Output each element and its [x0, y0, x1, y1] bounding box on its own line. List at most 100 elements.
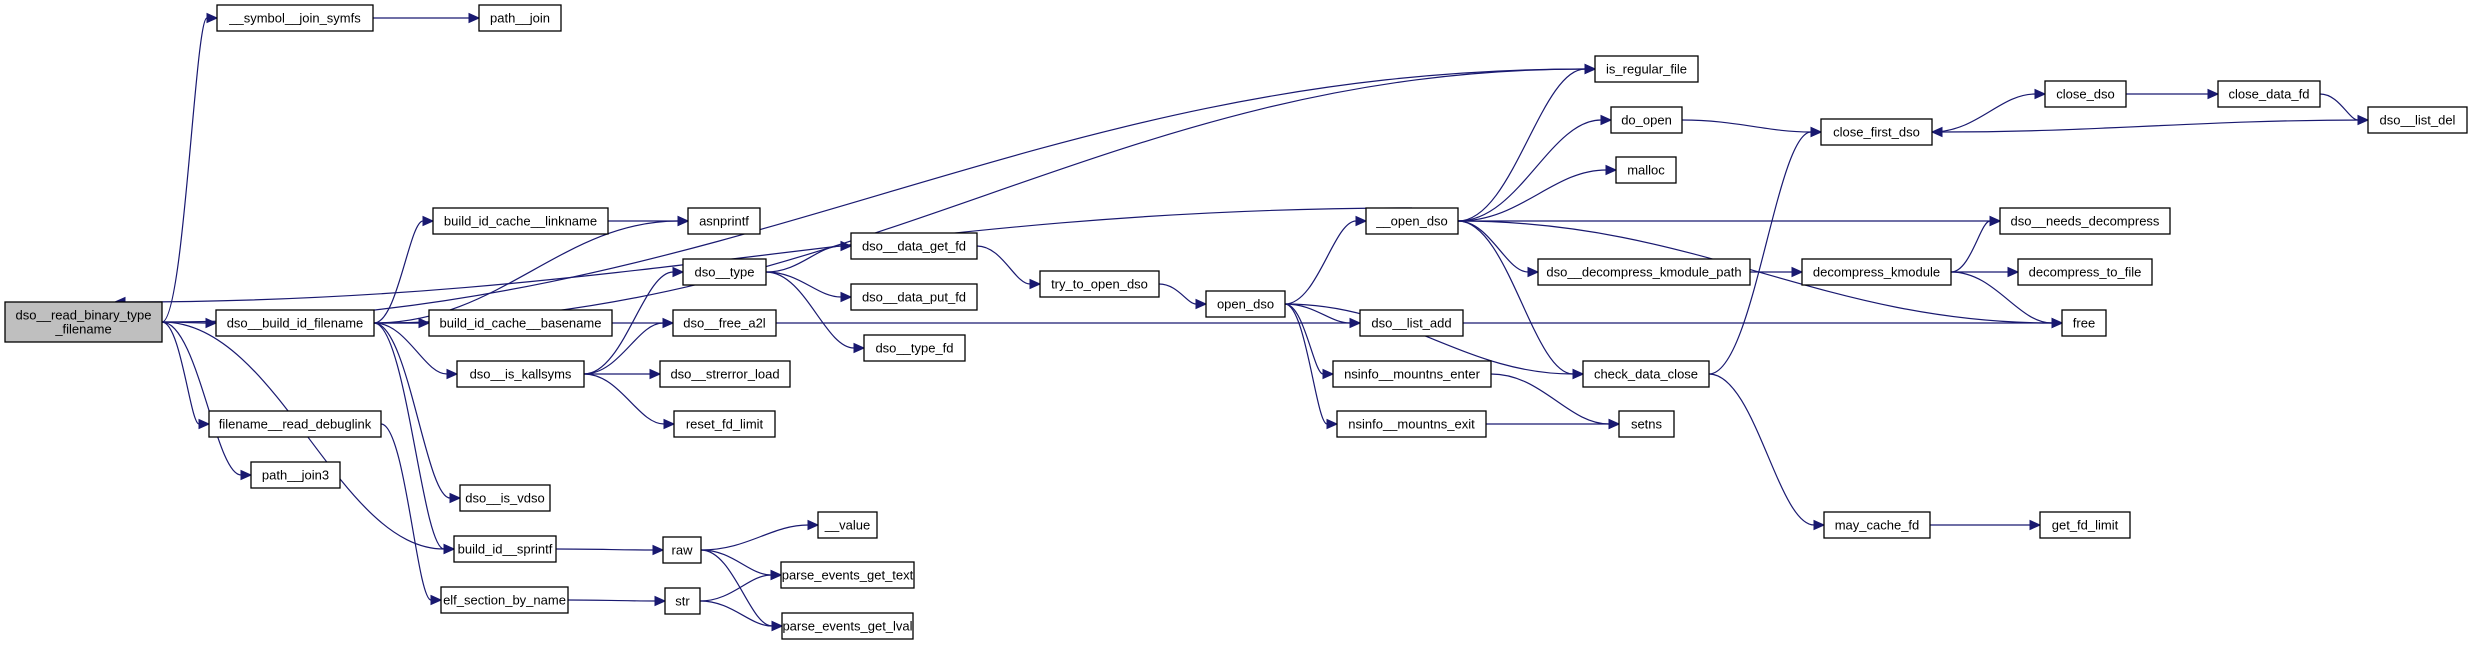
node-box	[1618, 410, 1675, 438]
node-value[interactable]: __value	[817, 511, 878, 539]
edge-build-id-sprintf-to-raw	[555, 544, 665, 556]
node-label: dso__read_binary_type	[16, 308, 152, 323]
node-dso-is-vdso[interactable]: dso__is_vdso	[459, 484, 551, 512]
node-asnprintf[interactable]: asnprintf	[687, 207, 761, 235]
edge-str-to-parse-events-get-text	[699, 569, 783, 602]
node-dso-type[interactable]: dso__type	[682, 258, 767, 286]
node-dso-needs-decompress[interactable]: dso__needs_decompress	[1999, 207, 2171, 235]
node-box	[2061, 309, 2107, 337]
arrowhead-icon	[206, 12, 219, 24]
node-path-join[interactable]: path__join	[478, 4, 562, 32]
node-free[interactable]: free	[2061, 309, 2107, 337]
edge-line	[1457, 220, 1574, 375]
node-decompress-to-file[interactable]: decompress_to_file	[2017, 258, 2153, 286]
node-elf-section-by-name[interactable]: elf_section_by_name	[440, 586, 569, 614]
node-label: dso__is_kallsyms	[470, 367, 572, 382]
node-box	[456, 360, 585, 388]
edge-dso-build-id-filename-to-build-id-sprintf	[373, 322, 456, 555]
edge-line	[1457, 119, 1602, 222]
node-dso-decompress-kmodule-path[interactable]: dso__decompress_kmodule_path	[1537, 258, 1751, 286]
node-raw[interactable]: raw	[662, 536, 702, 564]
node-box	[459, 484, 551, 512]
node-dso-free-a2l[interactable]: dso__free_a2l	[672, 309, 777, 337]
arrowhead-icon	[1355, 215, 1368, 227]
node-box	[781, 612, 914, 640]
edge-line	[161, 321, 200, 425]
node-dso-build-id-filename[interactable]: dso__build_id_filename	[215, 309, 375, 337]
arrowhead-icon	[1608, 418, 1621, 430]
node-filename-read-debuglink[interactable]: filename__read_debuglink	[208, 410, 382, 438]
node-label: close_data_fd	[2229, 87, 2310, 102]
arrowhead-icon	[840, 291, 853, 303]
node-box	[250, 461, 341, 489]
node-box	[1801, 258, 1952, 286]
edge-line	[583, 373, 665, 425]
edge-line	[1284, 303, 1328, 425]
edges-layer	[113, 12, 2370, 632]
node-parse-events-get-lval[interactable]: parse_events_get_lval	[781, 612, 914, 640]
node-do-open[interactable]: do_open	[1610, 106, 1683, 134]
node-decompress-kmodule[interactable]: decompress_kmodule	[1801, 258, 1952, 286]
node-label: get_fd_limit	[2052, 518, 2119, 533]
edge-line	[124, 207, 1413, 303]
node-label: dso__data_get_fd	[862, 239, 966, 254]
node-check-data-close[interactable]: check_data_close	[1582, 360, 1710, 388]
node-root[interactable]: dso__read_binary_type_filename	[4, 301, 163, 343]
node-close-dso[interactable]: close_dso	[2044, 80, 2127, 108]
edge-line	[555, 548, 654, 551]
node-str[interactable]: str	[664, 587, 701, 615]
node-path-join3[interactable]: path__join3	[250, 461, 341, 489]
node-parse-events-get-text[interactable]: parse_events_get_text	[780, 561, 915, 589]
edge-filename-read-debuglink-to-elf-section-by-name	[380, 423, 443, 606]
arrowhead-icon	[1572, 368, 1585, 380]
node-close-data-fd[interactable]: close_data_fd	[2217, 80, 2321, 108]
node-try-to-open-dso[interactable]: try_to_open_dso	[1039, 270, 1160, 298]
node-dso-data-put-fd[interactable]: dso__data_put_fd	[850, 283, 978, 311]
node-box	[1594, 55, 1699, 83]
node-dso-strerror-load[interactable]: dso__strerror_load	[659, 360, 791, 388]
node-dso-type-fd[interactable]: dso__type_fd	[863, 334, 966, 362]
edge-line	[765, 245, 842, 273]
arrowhead-icon	[1322, 368, 1335, 380]
node-label: nsinfo__mountns_exit	[1348, 417, 1475, 432]
arrowhead-icon	[422, 215, 435, 227]
node-may-cache-fd[interactable]: may_cache_fd	[1823, 511, 1931, 539]
node-dso-data-get-fd[interactable]: dso__data_get_fd	[850, 232, 978, 260]
node-open-dso[interactable]: open_dso	[1205, 290, 1286, 318]
arrowhead-icon	[1349, 317, 1362, 329]
node-dso-list-del[interactable]: dso__list_del	[2367, 106, 2468, 134]
node-label: decompress_to_file	[2029, 265, 2142, 280]
node-box	[1039, 270, 1160, 298]
edge-line	[1708, 131, 1812, 375]
node-reset-fd-limit[interactable]: reset_fd_limit	[673, 410, 776, 438]
node-get-fd-limit[interactable]: get_fd_limit	[2039, 511, 2131, 539]
node-dso-is-kallsyms[interactable]: dso__is_kallsyms	[456, 360, 585, 388]
node-close-first-dso[interactable]: close_first_dso	[1820, 118, 1933, 146]
node-is-regular-file[interactable]: is_regular_file	[1594, 55, 1699, 83]
node-build-id-sprintf[interactable]: build_id__sprintf	[453, 535, 557, 563]
node-nsinfo-mountns-enter[interactable]: nsinfo__mountns_enter	[1332, 360, 1492, 388]
node-box	[1610, 106, 1683, 134]
node-box	[1336, 410, 1487, 438]
node-box	[432, 207, 609, 235]
arrowhead-icon	[1810, 126, 1823, 138]
edge-open-dso-inner-to-do-open	[1457, 114, 1613, 222]
node-build-id-cache-basename[interactable]: build_id_cache__basename	[428, 309, 613, 337]
arrowhead-icon	[663, 418, 676, 430]
node-dso-list-add[interactable]: dso__list_add	[1359, 309, 1464, 337]
node-open-dso-inner[interactable]: __open_dso	[1365, 207, 1459, 235]
node-setns[interactable]: setns	[1618, 410, 1675, 438]
node-malloc[interactable]: malloc	[1615, 156, 1677, 184]
node-nsinfo-mountns-exit[interactable]: nsinfo__mountns_exit	[1336, 410, 1487, 438]
arrowhead-icon	[840, 240, 853, 252]
node-label: dso__needs_decompress	[2011, 214, 2160, 229]
arrowhead-icon	[1029, 278, 1042, 290]
node-label: build_id_cache__linkname	[444, 214, 597, 229]
node-build-id-cache-linkname[interactable]: build_id_cache__linkname	[432, 207, 609, 235]
arrowhead-icon	[807, 519, 820, 531]
edge-open-dso-inner-to-dso-decompress-kmodule-path	[1457, 220, 1540, 278]
edge-dso-is-kallsyms-to-reset-fd-limit	[583, 373, 676, 430]
node-label: close_first_dso	[1833, 125, 1920, 140]
edge-dso-type-to-dso-data-get-fd	[765, 240, 853, 273]
node-symbol-join-symfs[interactable]: __symbol__join_symfs	[216, 4, 374, 32]
